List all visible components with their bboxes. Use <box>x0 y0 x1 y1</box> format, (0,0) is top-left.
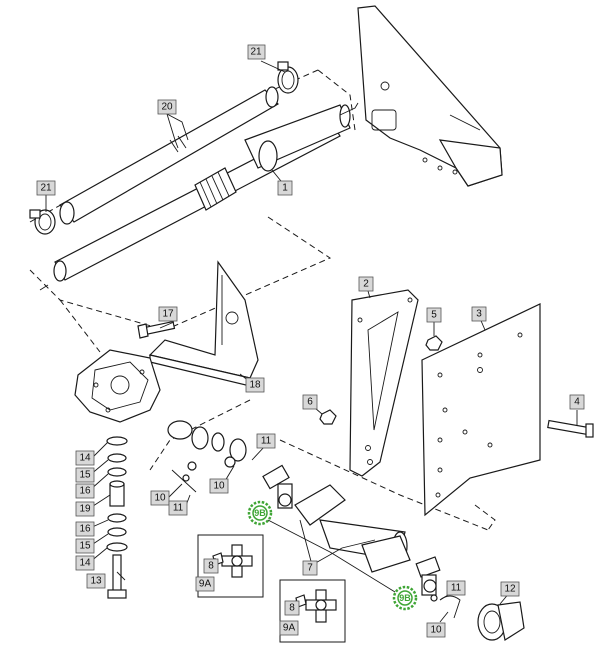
svg-text:7: 7 <box>307 563 313 574</box>
frame-mount-plate <box>357 5 503 187</box>
callout-20[interactable]: 20 <box>157 99 177 115</box>
callout-21-upper[interactable]: 21 <box>247 44 266 60</box>
svg-text:14: 14 <box>79 558 91 569</box>
svg-text:3: 3 <box>476 309 482 320</box>
svg-text:21: 21 <box>40 183 52 194</box>
shaft-tube <box>59 86 279 225</box>
callout-15-upper[interactable]: 15 <box>75 467 95 483</box>
svg-text:15: 15 <box>79 470 91 481</box>
callout-11-top[interactable]: 11 <box>256 433 276 449</box>
callout-13[interactable]: 13 <box>86 573 106 589</box>
nut-6 <box>319 409 337 425</box>
washer-stack <box>106 436 128 552</box>
callout-11-lower[interactable]: 11 <box>446 580 466 596</box>
callout-10-left[interactable]: 10 <box>150 490 170 506</box>
svg-text:13: 13 <box>90 576 102 587</box>
callout-15-lower[interactable]: 15 <box>75 538 95 554</box>
nut-5 <box>425 335 443 351</box>
hose-clamp-upper <box>277 61 299 94</box>
callout-19[interactable]: 19 <box>75 501 95 517</box>
highlight-label-9b-lower: 9B <box>399 593 411 603</box>
callout-9a-upper[interactable]: 9A <box>195 576 215 592</box>
svg-text:8: 8 <box>208 561 214 572</box>
gearbox-housing <box>74 349 161 423</box>
svg-text:10: 10 <box>154 493 166 504</box>
callout-6[interactable]: 6 <box>302 394 318 410</box>
svg-text:4: 4 <box>574 397 580 408</box>
svg-text:9A: 9A <box>199 579 212 590</box>
coupling-parts <box>167 420 247 493</box>
svg-text:11: 11 <box>451 583 462 594</box>
universal-joint-upper <box>262 464 293 509</box>
callout-21-lower[interactable]: 21 <box>36 180 56 196</box>
highlight-callout-9b-upper[interactable]: 9B <box>247 500 273 526</box>
svg-text:16: 16 <box>79 524 91 535</box>
svg-text:10: 10 <box>430 625 442 636</box>
svg-text:1: 1 <box>282 183 288 194</box>
callout-17[interactable]: 17 <box>158 306 178 322</box>
svg-text:18: 18 <box>249 380 261 391</box>
universal-joint-lower <box>415 556 441 596</box>
callout-10-lower[interactable]: 10 <box>426 622 446 638</box>
triangular-plate <box>349 289 419 477</box>
svg-text:11: 11 <box>173 503 184 514</box>
support-bracket <box>148 260 259 387</box>
svg-text:16: 16 <box>79 486 91 497</box>
svg-text:5: 5 <box>431 310 437 321</box>
svg-text:12: 12 <box>504 584 516 595</box>
svg-text:20: 20 <box>161 102 173 113</box>
svg-text:2: 2 <box>363 279 369 290</box>
callout-8-lower[interactable]: 8 <box>284 600 300 616</box>
coupling-12 <box>477 601 525 641</box>
highlight-callout-9b-lower[interactable]: 9B <box>392 585 418 611</box>
highlight-label-9b-upper: 9B <box>254 508 266 518</box>
bolt-4 <box>547 419 594 438</box>
callout-7[interactable]: 7 <box>302 560 318 576</box>
callout-8-upper[interactable]: 8 <box>203 558 219 574</box>
drive-shaft <box>39 102 359 291</box>
callout-4[interactable]: 4 <box>569 394 585 410</box>
hose-clamp-lower <box>29 209 56 235</box>
svg-text:9A: 9A <box>283 623 296 634</box>
svg-text:11: 11 <box>261 436 272 447</box>
svg-text:8: 8 <box>289 603 295 614</box>
callout-3[interactable]: 3 <box>471 306 487 322</box>
callout-9a-lower[interactable]: 9A <box>279 620 299 636</box>
callout-10-mid[interactable]: 10 <box>209 478 229 494</box>
svg-text:10: 10 <box>213 481 225 492</box>
yoke-shaft <box>294 484 411 573</box>
bolt-13 <box>107 554 127 599</box>
callout-11-left[interactable]: 11 <box>168 500 188 516</box>
svg-text:15: 15 <box>79 541 91 552</box>
svg-text:19: 19 <box>79 504 91 515</box>
large-mounting-plate <box>421 303 541 517</box>
callout-1[interactable]: 1 <box>277 180 293 196</box>
callout-2[interactable]: 2 <box>358 276 374 292</box>
svg-text:6: 6 <box>307 397 313 408</box>
svg-text:14: 14 <box>79 453 91 464</box>
callout-5[interactable]: 5 <box>426 307 442 323</box>
svg-text:17: 17 <box>162 309 174 320</box>
callout-16-lower[interactable]: 16 <box>75 521 95 537</box>
callout-14-upper[interactable]: 14 <box>75 450 95 466</box>
callout-14-lower[interactable]: 14 <box>75 555 95 571</box>
svg-text:21: 21 <box>250 47 262 58</box>
bolt-17 <box>137 320 176 339</box>
callout-18[interactable]: 18 <box>245 377 265 393</box>
callout-16-upper[interactable]: 16 <box>75 483 95 499</box>
callout-12[interactable]: 12 <box>500 581 520 597</box>
